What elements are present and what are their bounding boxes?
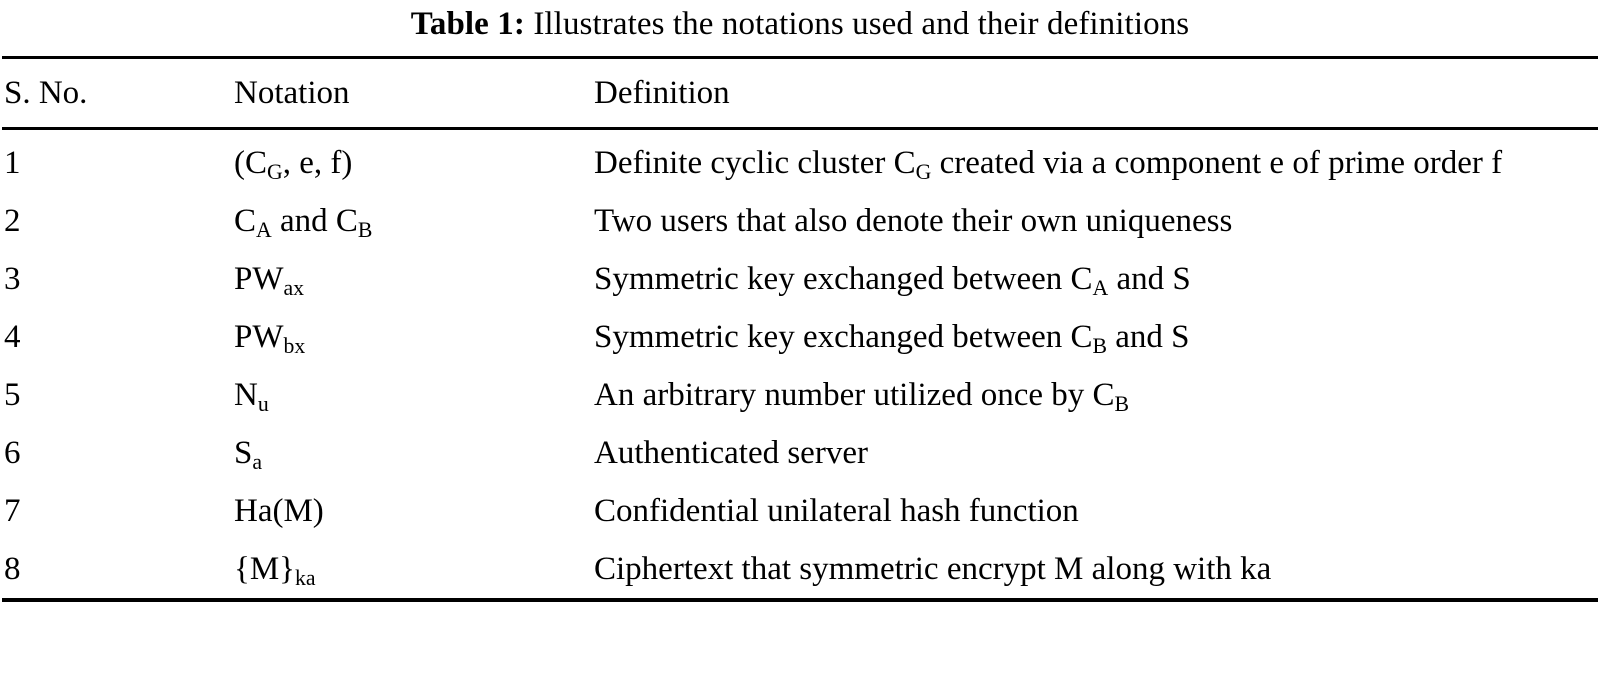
column-header-definition: Definition <box>594 75 730 111</box>
text-run: , e, f) <box>282 145 353 181</box>
text-run: {M} <box>234 551 296 587</box>
table-body: 1(CG, e, f)Definite cyclic cluster CG cr… <box>2 130 1598 598</box>
text-run: S <box>234 435 253 471</box>
cell-serial-number: 5 <box>4 377 21 413</box>
cell-definition: Symmetric key exchanged between CA and S <box>592 250 1598 308</box>
cell-definition: Definite cyclic cluster CG created via a… <box>592 130 1598 192</box>
cell-definition: Symmetric key exchanged between CB and S <box>592 308 1598 366</box>
text-run: Two users that also denote their own uni… <box>594 203 1233 239</box>
text-run: Definite cyclic cluster C <box>594 145 916 181</box>
cell-serial-number: 4 <box>4 319 21 355</box>
cell-serial-number: 7 <box>4 493 21 529</box>
subscript: bx <box>283 334 306 359</box>
table-header-row: S. No. Notation Definition <box>2 59 1598 127</box>
table-bottom-rule <box>2 598 1598 602</box>
cell-definition: Ciphertext that symmetric encrypt M alon… <box>592 540 1598 598</box>
column-header-sno: S. No. <box>4 75 88 111</box>
subscript: A <box>256 218 272 243</box>
text-run: and C <box>271 203 358 239</box>
cell-serial-number: 6 <box>4 435 21 471</box>
cell-notation: Nu <box>232 366 592 424</box>
text-run: Ciphertext that symmetric encrypt M alon… <box>594 551 1272 587</box>
cell-notation: (CG, e, f) <box>232 130 592 192</box>
subscript: ax <box>283 276 305 301</box>
subscript: u <box>257 392 269 417</box>
table-header: S. No. Notation Definition <box>2 59 1598 127</box>
cell-notation: {M}ka <box>232 540 592 598</box>
subscript: A <box>1092 276 1109 301</box>
text-run: PW <box>234 319 284 355</box>
definition-text: Ciphertext that symmetric encrypt M alon… <box>594 546 1592 593</box>
definition-text: Symmetric key exchanged between CB and S <box>594 314 1592 361</box>
cell-notation: PWbx <box>232 308 592 366</box>
cell-definition: Authenticated server <box>592 424 1598 482</box>
table-caption-label: Table 1: <box>410 6 525 42</box>
cell-serial-number: 3 <box>4 261 21 297</box>
table-top-rule <box>2 56 1598 59</box>
cell-notation: PWax <box>232 250 592 308</box>
text-run: An arbitrary number utilized once by C <box>594 377 1115 413</box>
text-run: Authenticated server <box>594 435 868 471</box>
notation-table-body: 1(CG, e, f)Definite cyclic cluster CG cr… <box>2 130 1598 598</box>
text-run: and S <box>1107 319 1190 355</box>
cell-serial-number: 1 <box>4 145 21 181</box>
text-run: PW <box>234 261 284 297</box>
text-run: Symmetric key exchanged between C <box>594 319 1093 355</box>
definition-text: Two users that also denote their own uni… <box>594 198 1592 245</box>
text-run: Confidential unilateral hash function <box>594 493 1079 529</box>
cell-definition: Two users that also denote their own uni… <box>592 192 1598 250</box>
cell-definition: An arbitrary number utilized once by CB <box>592 366 1598 424</box>
cell-notation: CA and CB <box>232 192 592 250</box>
table-header-rule <box>2 127 1598 130</box>
definition-text: Authenticated server <box>594 430 1592 477</box>
table-row: 7 Ha(M) Confidential unilateral hash funct… <box>2 482 1598 540</box>
subscript: ka <box>295 566 316 591</box>
cell-serial-number: 8 <box>4 551 21 587</box>
cell-definition: Confidential unilateral hash function <box>592 482 1598 540</box>
definition-text: Confidential unilateral hash function <box>594 488 1592 535</box>
subscript: B <box>1092 334 1108 359</box>
text-run: created via a component e of prime order… <box>931 145 1503 181</box>
table-caption: Table 1: Illustrates the notations used … <box>0 0 1600 46</box>
cell-serial-number: 2 <box>4 203 21 239</box>
text-run: C <box>234 203 257 239</box>
text-run: N <box>234 377 258 413</box>
text-run: Symmetric key exchanged between C <box>594 261 1093 297</box>
subscript: G <box>267 160 283 185</box>
notation-table: S. No. Notation Definition <box>2 59 1598 127</box>
subscript: B <box>357 218 373 243</box>
cell-notation: Sa <box>232 424 592 482</box>
text-run: Ha(M) <box>234 493 324 529</box>
cell-notation: Ha(M) <box>232 482 592 540</box>
subscript: a <box>252 450 263 475</box>
table-row: 1(CG, e, f)Definite cyclic cluster CG cr… <box>2 130 1598 192</box>
subscript: B <box>1114 392 1130 417</box>
column-header-notation: Notation <box>234 75 350 111</box>
subscript: G <box>915 160 932 185</box>
text-run: and S <box>1108 261 1191 297</box>
text-run: (C <box>234 145 267 181</box>
definition-text: An arbitrary number utilized once by CB <box>594 372 1592 419</box>
definition-text: Definite cyclic cluster CG created via a… <box>594 140 1592 187</box>
table-caption-text: Illustrates the notations used and their… <box>533 6 1190 42</box>
definition-text: Symmetric key exchanged between CA and S <box>594 256 1592 303</box>
